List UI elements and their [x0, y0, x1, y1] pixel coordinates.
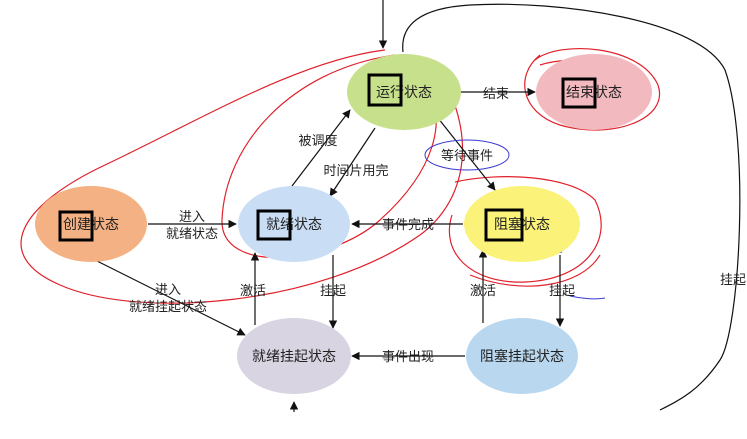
edge-running-blocked — [437, 117, 496, 191]
edge-label-enter-ready: 进入就绪状态 — [166, 210, 218, 242]
edge-ready-running — [291, 109, 351, 187]
edge-label-line: 进入 — [179, 210, 205, 225]
edge-label-suspend-far: 挂起 — [720, 273, 746, 288]
edge-label-activate-right: 激活 — [470, 284, 496, 299]
edge-label-suspend-left: 挂起 — [320, 284, 346, 299]
edge-label-line: 就绪挂起状态 — [129, 300, 207, 315]
highlight-box — [484, 208, 524, 242]
node-running-state: 运行状态 — [347, 54, 461, 130]
node-ready-suspended-state: 就绪挂起状态 — [237, 318, 351, 394]
edge-label-finish: 结束 — [483, 87, 509, 102]
node-blocked-state: 阻塞状态 — [464, 186, 580, 262]
suspend-long-curve — [402, 3, 741, 411]
edge-label-line: 就绪状态 — [166, 227, 218, 242]
edge-label-event-complete: 事件完成 — [382, 218, 434, 233]
edge-create-readysuspend — [94, 259, 246, 336]
red-annotations — [20, 47, 661, 304]
edge-label-timeslice: 时间片用完 — [323, 164, 388, 179]
node-ready-state: 就绪状态 — [238, 186, 350, 262]
edge-label-enter-ready-suspend: 进入就绪挂起状态 — [129, 283, 207, 315]
edge-label-dispatched: 被调度 — [298, 133, 337, 149]
highlight-box — [256, 209, 292, 241]
edge-label-activate-left: 激活 — [240, 284, 266, 299]
highlight-box — [367, 73, 403, 107]
wait-event-circle — [424, 139, 510, 171]
node-end-state: 结束状态 — [536, 54, 652, 130]
node-ready-suspended-label: 就绪挂起状态 — [252, 349, 336, 365]
node-ready-label: 就绪状态 — [266, 217, 322, 233]
highlight-box — [561, 77, 597, 109]
edge-label-line: 进入 — [155, 283, 181, 298]
edge-label-event-occurs: 事件出现 — [382, 350, 434, 365]
node-running-label: 运行状态 — [376, 85, 432, 101]
node-create-state: 创建状态 — [35, 186, 147, 262]
edge-label-suspend-right: 挂起 — [549, 284, 575, 299]
edge-running-ready — [329, 127, 376, 197]
edge-label-wait-event: 等待事件 — [441, 148, 493, 164]
edge-labels: 进入就绪状态 进入就绪挂起状态 被调度 时间片用完 结束 等待事件 事件完成 激… — [129, 87, 746, 365]
node-blocked-suspended-label: 阻塞挂起状态 — [480, 348, 564, 365]
edges — [94, 87, 565, 361]
highlight-box — [58, 210, 94, 242]
node-blocked-suspended-state: 阻塞挂起状态 — [466, 318, 578, 394]
